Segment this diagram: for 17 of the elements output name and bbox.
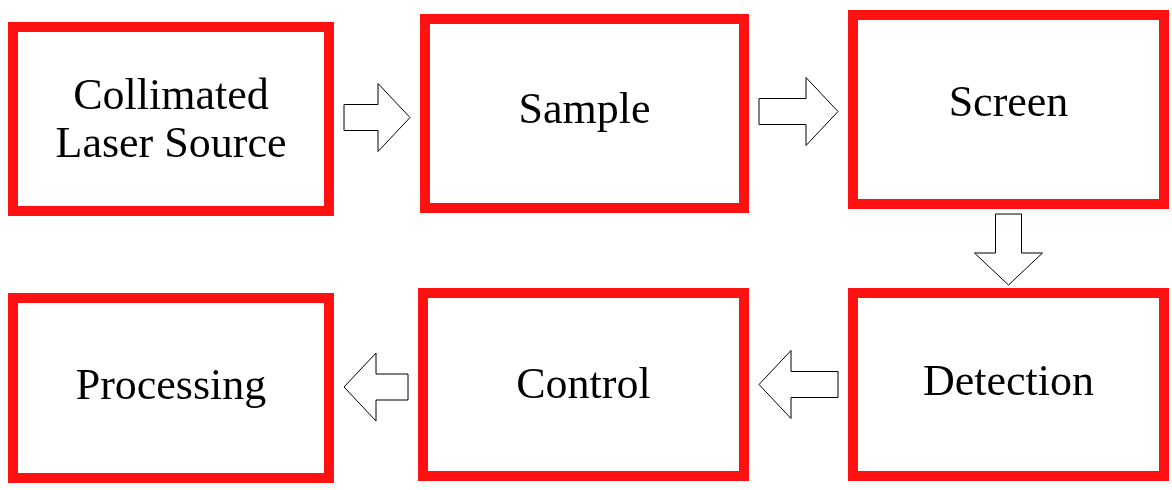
- box-label: Processing: [75, 360, 267, 411]
- block-arrow: [974, 213, 1043, 286]
- box-label: Screen: [948, 78, 1069, 129]
- process-box: [420, 14, 749, 213]
- box-label: Collimated Laser Source: [54, 70, 288, 168]
- process-box: [848, 10, 1169, 209]
- block-arrow: [758, 77, 839, 146]
- process-box: [8, 22, 334, 216]
- block-arrow: [758, 350, 839, 419]
- process-box: [848, 288, 1169, 481]
- block-arrow: [343, 83, 411, 152]
- block-arrow: [343, 352, 409, 422]
- process-box: [8, 293, 334, 483]
- box-label: Sample: [518, 85, 651, 136]
- box-label: Control: [516, 360, 651, 409]
- box-label: Detection: [922, 357, 1094, 408]
- process-box: [418, 288, 749, 481]
